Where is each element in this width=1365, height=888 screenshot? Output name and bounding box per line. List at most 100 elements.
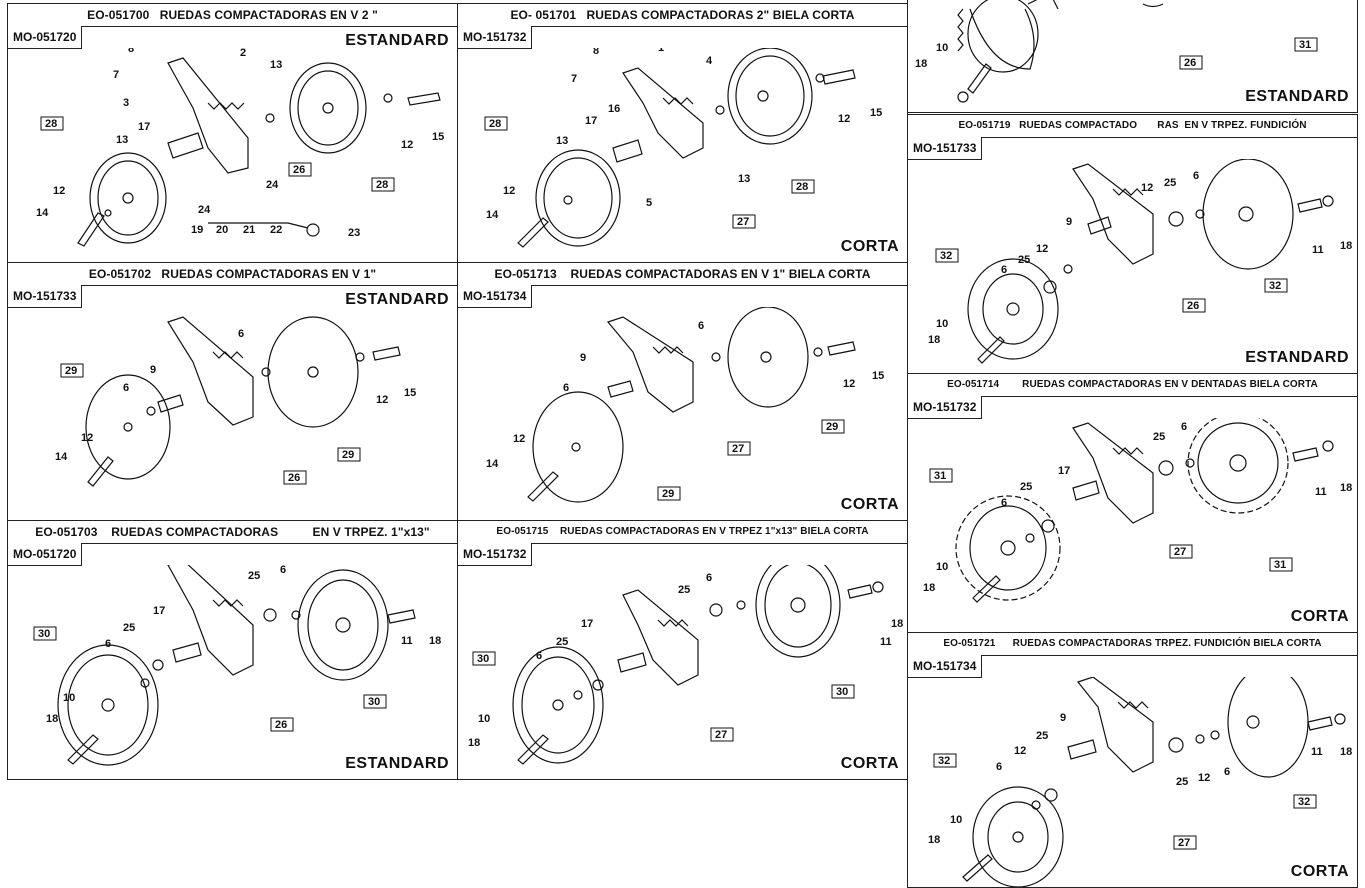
callout-number: 13 — [556, 135, 568, 147]
callout-number: 18 — [928, 334, 940, 346]
callout-number: 28 — [796, 181, 808, 193]
callout-number: 4 — [706, 55, 713, 67]
callout-number: 25 — [1176, 776, 1188, 788]
callout-number: 11 — [1312, 244, 1324, 256]
exploded-diagram: 26 31 10 18 — [915, 0, 1318, 103]
callout-number: 29 — [65, 365, 77, 377]
panel-title: EO-051703 RUEDAS COMPACTADORAS EN V TRPE… — [8, 521, 457, 544]
panel-eo-051719: EO-051719 RUEDAS COMPACTADO RAS EN V TRP… — [907, 114, 1358, 374]
callout-number: 25 — [1153, 431, 1165, 443]
callout-number: 6 — [280, 565, 286, 576]
exploded-diagram: 8 2 7 3 13 13 17 28 12 14 15 12 26 28 24… — [36, 48, 444, 247]
panel-eo-051700: EO-051700 RUEDAS COMPACTADORAS EN V 2 " … — [7, 3, 458, 263]
callout-number: 6 — [1001, 264, 1007, 276]
callout-number: 32 — [938, 755, 950, 767]
panel-eo-051703: EO-051703 RUEDAS COMPACTADORAS EN V TRPE… — [7, 520, 458, 780]
callout-number: 11 — [880, 636, 892, 648]
callout-number: 7 — [571, 73, 577, 85]
callout-number: 28 — [45, 118, 57, 130]
panel-title: EO-051700 RUEDAS COMPACTADORAS EN V 2 " — [8, 4, 457, 27]
callout-number: 12 — [503, 185, 515, 197]
callout-number: 9 — [1060, 712, 1066, 724]
callout-number: 6 — [698, 320, 704, 332]
callout-number: 6 — [996, 761, 1002, 773]
callout-number: 6 — [1224, 766, 1230, 778]
callout-number: 17 — [138, 121, 150, 133]
callout-number: 24 — [266, 179, 279, 191]
variant-label: ESTANDARD — [345, 291, 449, 308]
callout-number: 14 — [55, 451, 68, 463]
callout-number: 25 — [1018, 254, 1030, 266]
exploded-diagram: 6 9 6 12 14 29 27 29 12 15 — [486, 307, 884, 503]
variant-label: CORTA — [1290, 863, 1349, 880]
callout-number: 8 — [593, 48, 599, 57]
callout-number: 6 — [1001, 497, 1007, 509]
callout-number: 30 — [38, 628, 50, 640]
callout-number: 1 — [658, 48, 664, 54]
variant-label: CORTA — [840, 755, 899, 772]
exploded-diagram: 25 6 17 25 6 30 10 18 26 30 11 18 — [33, 565, 441, 766]
callout-number: 31 — [1274, 559, 1286, 571]
callout-number: 27 — [1174, 546, 1186, 558]
callout-number: 14 — [486, 209, 499, 221]
callout-number: 24 — [198, 204, 211, 216]
callout-number: 6 — [1181, 421, 1187, 433]
callout-number: 5 — [646, 197, 652, 209]
callout-number: 17 — [581, 618, 593, 630]
callout-number: 12 — [1198, 772, 1210, 784]
callout-number: 6 — [536, 650, 542, 662]
callout-number: 15 — [870, 107, 882, 119]
callout-number: 18 — [915, 58, 927, 70]
panel-title: EO-051715 RUEDAS COMPACTADORAS EN V TRPE… — [458, 521, 907, 544]
callout-number: 6 — [706, 572, 712, 584]
callout-number: 15 — [872, 370, 884, 382]
callout-number: 26 — [1187, 300, 1199, 312]
callout-number: 10 — [936, 318, 948, 330]
callout-number: 29 — [342, 449, 354, 461]
exploded-diagram: 25 6 17 31 6 25 10 18 27 31 11 18 — [923, 418, 1352, 603]
callout-number: 28 — [489, 118, 501, 130]
variant-label: CORTA — [840, 496, 899, 513]
callout-number: 18 — [429, 635, 441, 647]
panel-eo-051702: EO-051702 RUEDAS COMPACTADORAS EN V 1" M… — [7, 262, 458, 521]
callout-number: 12 — [1036, 243, 1048, 255]
wheel-right — [289, 62, 367, 154]
callout-number: 25 — [123, 622, 135, 634]
exploded-diagram: 8 1 4 7 16 17 13 28 12 14 5 27 13 12 15 … — [484, 48, 882, 248]
callout-number: 30 — [477, 653, 489, 665]
callout-number: 32 — [1269, 280, 1281, 292]
callout-number: 16 — [608, 103, 620, 115]
panel-title: EO- 051701 RUEDAS COMPACTADORAS 2" BIELA… — [458, 4, 907, 27]
callout-number: 13 — [270, 59, 282, 71]
model-code: MO-151733 — [908, 137, 983, 160]
callout-number: 6 — [563, 382, 569, 394]
callout-number: 12 — [1014, 745, 1026, 757]
panel-eo-051721: EO-051721 RUEDAS COMPACTADORAS TRPEZ. FU… — [907, 632, 1358, 888]
callout-number: 11 — [1315, 486, 1327, 498]
callout-number: 12 — [843, 378, 855, 390]
model-code: MO-151734 — [908, 655, 983, 678]
callout-number: 25 — [678, 584, 690, 596]
panel-eo-051714: EO-051714 RUEDAS COMPACTADORAS EN V DENT… — [907, 373, 1358, 633]
callout-number: 12 — [1141, 182, 1153, 194]
callout-number: 18 — [891, 618, 903, 630]
callout-number: 10 — [63, 692, 75, 704]
callout-number: 6 — [1193, 170, 1199, 182]
callout-number: 15 — [432, 131, 444, 143]
variant-label: ESTANDARD — [345, 32, 449, 49]
callout-number: 27 — [732, 443, 744, 455]
callout-number: 26 — [288, 472, 300, 484]
exploded-diagram: 25 6 17 25 6 30 10 18 27 30 11 18 — [468, 565, 903, 765]
model-code: MO-151732 — [458, 26, 533, 49]
callout-number: 6 — [105, 638, 111, 650]
callout-number: 30 — [836, 686, 848, 698]
callout-number: 20 — [216, 224, 228, 236]
variant-label: ESTANDARD — [345, 755, 449, 772]
callout-number: 31 — [934, 470, 946, 482]
callout-number: 21 — [243, 224, 255, 236]
callout-number: 28 — [376, 179, 388, 191]
callout-number: 18 — [1340, 240, 1352, 252]
callout-number: 11 — [1311, 746, 1323, 758]
callout-number: 17 — [585, 115, 597, 127]
callout-number: 11 — [401, 635, 413, 647]
